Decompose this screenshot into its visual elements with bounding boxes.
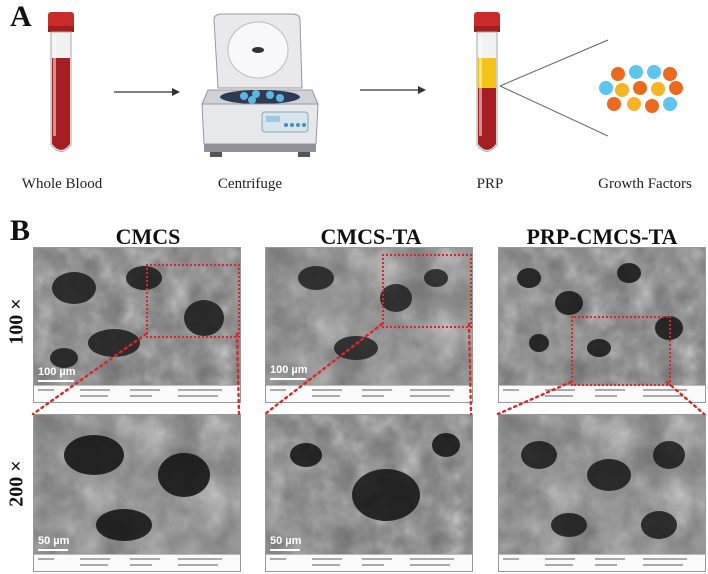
panel-a-label: A	[10, 0, 32, 33]
sem-info-strip	[266, 554, 472, 571]
sem-image-cmcs-ta-200x: 50 µm	[265, 414, 473, 572]
scale-bar	[38, 380, 74, 382]
centrifuge-icon	[201, 13, 319, 157]
column-title-cmcs-ta: CMCS-TA	[320, 224, 422, 249]
prp-label: PRP	[476, 176, 504, 192]
sem-image-cmcs-100x: 100 µm	[33, 247, 241, 403]
row-label-100x: 100 ×	[5, 298, 28, 345]
row-label-200x: 200 ×	[5, 460, 28, 507]
sem-info-strip	[34, 385, 240, 402]
prp-tube-icon	[474, 12, 500, 152]
callout-lines	[499, 39, 609, 137]
scale-label: 100 µm	[38, 366, 76, 378]
sem-image-prp-cmcs-ta-100x	[498, 247, 706, 403]
arrow-icon	[114, 88, 180, 96]
sem-info-strip	[499, 554, 705, 571]
zoom-region-box	[571, 316, 671, 386]
scale-label: 50 µm	[38, 535, 70, 547]
whole-blood-tube-icon	[48, 12, 74, 152]
sem-image-prp-cmcs-ta-200x	[498, 414, 706, 572]
column-title-prp-cmcs-ta: PRP-CMCS-TA	[526, 224, 678, 249]
scale-label: 100 µm	[270, 364, 308, 376]
zoom-region-box	[146, 264, 240, 338]
sem-image-cmcs-ta-100x: 100 µm	[265, 247, 473, 403]
centrifuge-label: Centrifuge	[217, 176, 283, 192]
whole-blood-label: Whole Blood	[21, 176, 103, 192]
panel-b-label: B	[10, 214, 31, 247]
zoom-region-box	[382, 254, 472, 328]
growth-factors-icon	[599, 65, 683, 113]
scale-bar	[270, 549, 300, 551]
sem-info-strip	[34, 554, 240, 571]
sem-info-strip	[266, 385, 472, 402]
scale-bar	[38, 549, 68, 551]
sem-image-cmcs-200x: 50 µm	[33, 414, 241, 572]
sem-info-strip	[499, 385, 705, 402]
growth-factors-label: Growth Factors	[598, 176, 692, 192]
scale-bar	[270, 378, 306, 380]
arrow-icon	[360, 86, 426, 94]
column-title-cmcs: CMCS	[115, 224, 181, 249]
scale-label: 50 µm	[270, 535, 302, 547]
